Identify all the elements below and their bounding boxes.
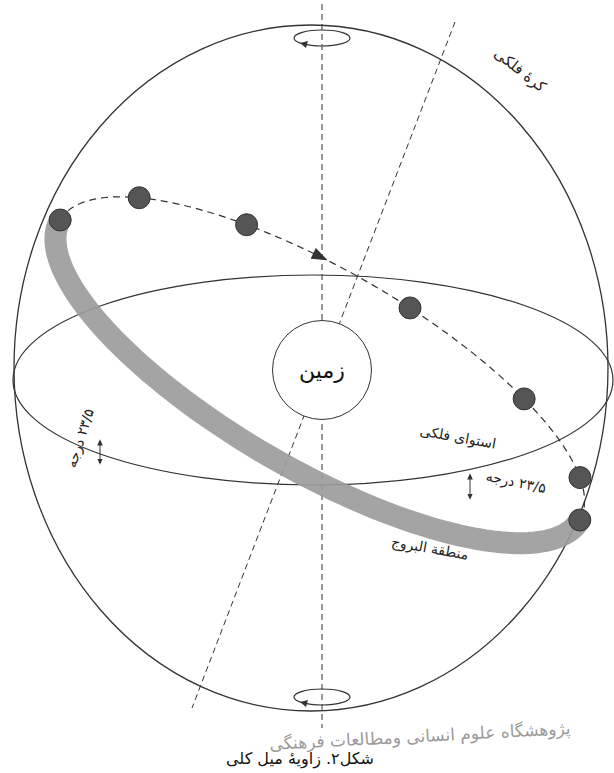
sun-position (236, 214, 258, 236)
sun-position (49, 209, 71, 231)
celestial-equator (13, 275, 613, 485)
sun-position (569, 509, 591, 531)
equator-label: استوای فلکی (419, 422, 498, 451)
sun-position (399, 297, 421, 319)
sun-position (128, 187, 150, 209)
figure-caption: شکل۲. زاویهٔ میل کلی (226, 749, 374, 768)
angle-marker (470, 476, 471, 497)
angle-marker (100, 442, 101, 462)
rotation-arrowhead (300, 41, 308, 48)
direction-arrow (311, 248, 331, 266)
sun-position (569, 467, 591, 489)
ecliptic-label: منطقة البروج (390, 533, 470, 562)
angle-label: ۲۳/۵ درجه (485, 468, 548, 496)
ecliptic-axis (192, 22, 455, 708)
rotation-arrowhead (300, 700, 308, 707)
earth-circle: زمین (272, 320, 372, 420)
sun-position (513, 388, 535, 410)
node-label: زمین (299, 358, 345, 383)
angle-label: ۲۳/۵ درجه (63, 407, 97, 470)
zodiac-band (55, 220, 579, 543)
sphere-outline (14, 25, 608, 711)
sphere-label: کرهٔ فلکی (490, 44, 549, 96)
